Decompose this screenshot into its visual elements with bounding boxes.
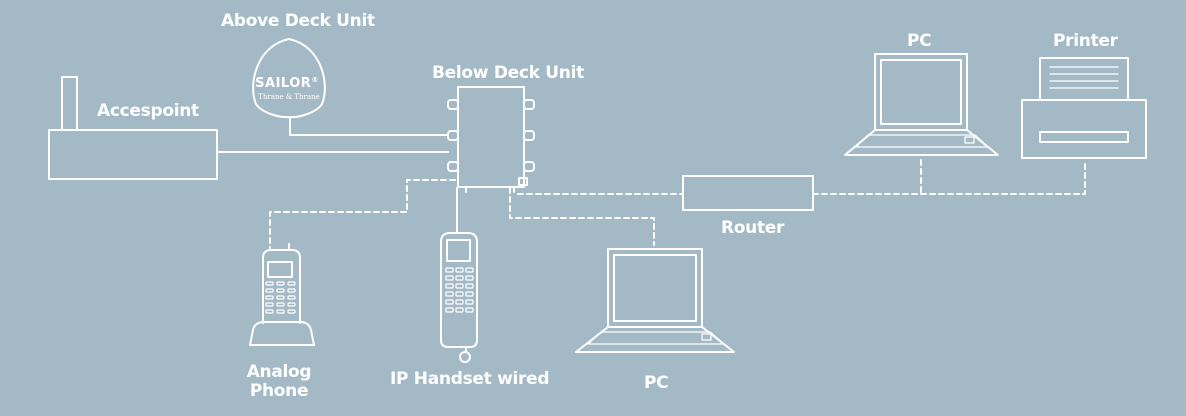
link-pc-bottom — [509, 187, 655, 246]
label-ip-handset: IP Handset wired — [390, 369, 550, 389]
pc-bottom-device — [575, 248, 735, 353]
logo-maker: Thrane & Thrane — [258, 93, 319, 101]
label-analog-phone-line1: Analog — [246, 362, 312, 382]
link-antenna-bdu — [289, 116, 449, 136]
label-above-deck-unit: Above Deck Unit — [221, 11, 375, 31]
label-analog-phone-line2: Phone — [249, 381, 309, 401]
label-analog-phone: Analog Phone — [246, 363, 312, 401]
label-pc-top: PC — [907, 31, 932, 51]
svg-text:SAILOR®: SAILOR® — [255, 76, 319, 91]
ip-handset-device — [440, 232, 478, 363]
ip-handset-keypad — [445, 267, 474, 313]
label-router: Router — [721, 218, 785, 238]
link-router-devices — [812, 159, 1086, 195]
solid-links — [217, 116, 458, 233]
analog-phone-device — [249, 243, 315, 346]
analog-phone-keypad — [265, 281, 296, 314]
accesspoint-device — [48, 76, 218, 180]
logo-registered: ® — [311, 76, 319, 84]
below-deck-unit — [447, 86, 535, 193]
label-below-deck-unit: Below Deck Unit — [432, 63, 584, 83]
router-device — [682, 175, 814, 211]
link-analog-phone — [269, 179, 456, 249]
logo-brand: SAILOR — [255, 76, 311, 91]
printer-device — [1021, 57, 1147, 159]
label-printer: Printer — [1053, 31, 1118, 51]
dashed-links — [269, 159, 1086, 249]
sailor-logo: SAILOR® Thrane & Thrane — [255, 76, 320, 101]
label-accesspoint: Accespoint — [97, 101, 199, 121]
pc-top-device — [844, 53, 999, 156]
label-pc-bottom: PC — [644, 373, 669, 393]
antenna-dome — [252, 38, 326, 119]
